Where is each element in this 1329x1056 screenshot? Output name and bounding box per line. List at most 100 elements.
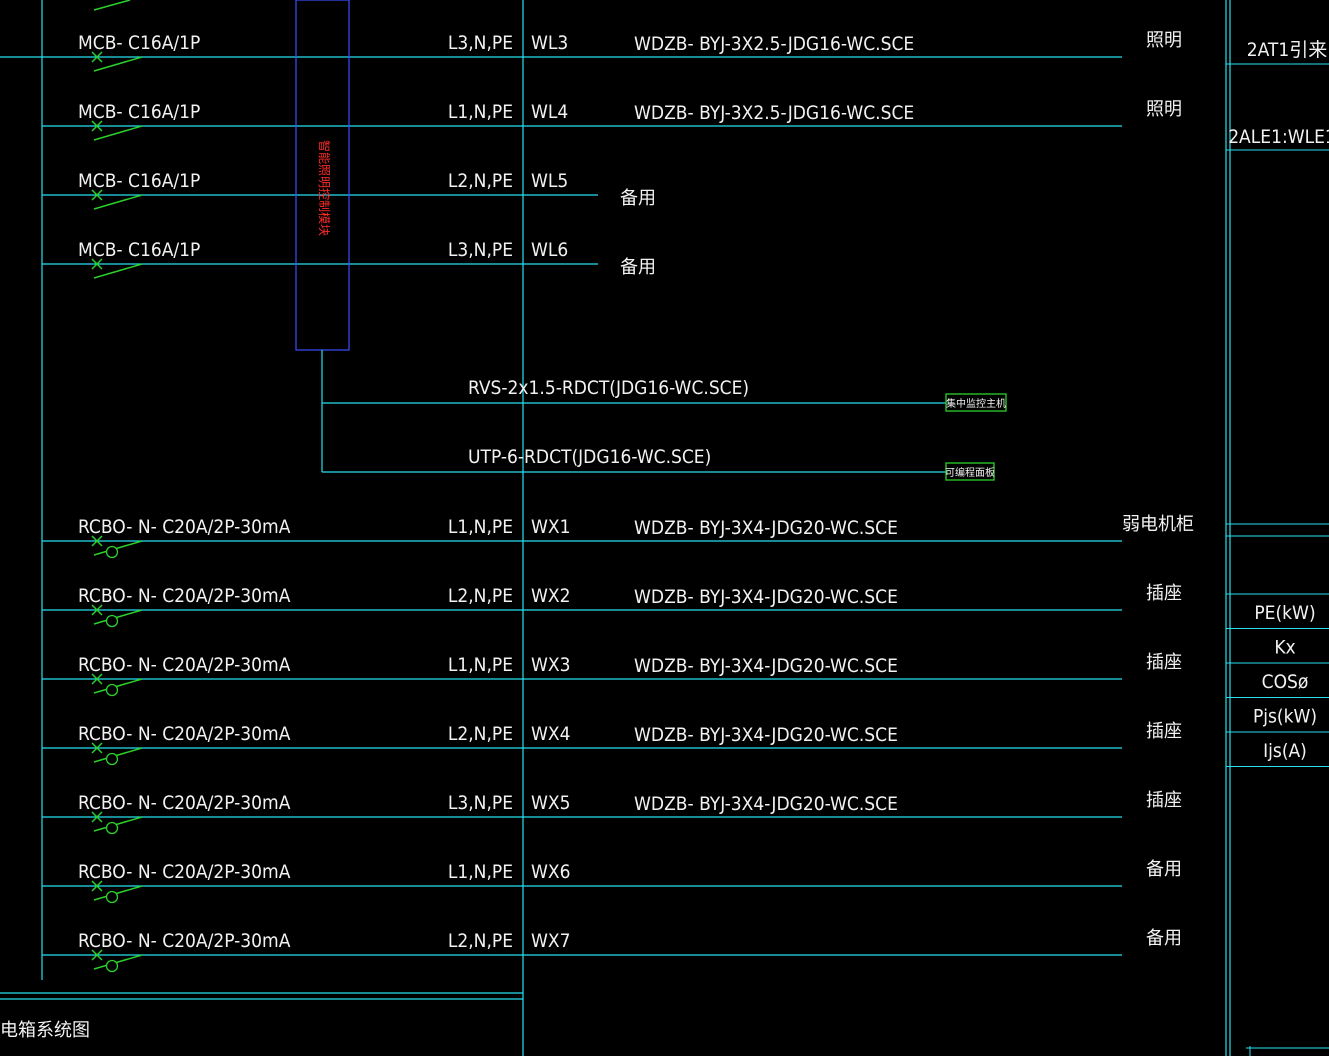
device-label: 集中监控主机 bbox=[946, 397, 1006, 410]
breaker-label: MCB- C16A/1P bbox=[78, 170, 200, 192]
phase-label: L2,N,PE bbox=[448, 170, 513, 192]
breaker-label: RCBO- N- C20A/2P-30mA bbox=[78, 723, 291, 745]
circuit-id: WX4 bbox=[531, 723, 570, 745]
switch-cross bbox=[91, 51, 103, 63]
rcd-circle bbox=[105, 545, 119, 559]
phase-label: L3,N,PE bbox=[448, 239, 513, 261]
phase-label: L1,N,PE bbox=[448, 516, 513, 538]
circuit-id: WL3 bbox=[531, 32, 568, 54]
rcd-circle bbox=[105, 752, 119, 766]
switch-blade bbox=[93, 125, 143, 141]
load-summary-table: 2AT1引来 2ALE1:WLE1 PE(kW)KxCOSøPjs(kW)Ijs… bbox=[1226, 39, 1329, 1056]
switch-cross bbox=[91, 880, 103, 892]
rcd-circle bbox=[105, 821, 119, 835]
top-switch-stub bbox=[93, 0, 131, 11]
breaker-label: RCBO- N- C20A/2P-30mA bbox=[78, 792, 291, 814]
breaker-label: RCBO- N- C20A/2P-30mA bbox=[78, 654, 291, 676]
phase-label: L2,N,PE bbox=[448, 585, 513, 607]
cable-spec: WDZB- BYJ-3X4-JDG20-WC.SCE bbox=[634, 793, 898, 815]
summary-row-label: PE(kW) bbox=[1254, 602, 1315, 624]
load-label: 插座 bbox=[1146, 583, 1182, 604]
switch-blade bbox=[93, 954, 143, 970]
switch-cross bbox=[91, 949, 103, 961]
control-cable-spec: RVS-2x1.5-RDCT(JDG16-WC.SCE) bbox=[468, 377, 749, 399]
breaker-label: RCBO- N- C20A/2P-30mA bbox=[78, 516, 291, 538]
breaker-label: RCBO- N- C20A/2P-30mA bbox=[78, 861, 291, 883]
phase-label: L1,N,PE bbox=[448, 654, 513, 676]
switch-blade bbox=[93, 263, 143, 279]
circuit-id: WX1 bbox=[531, 516, 570, 538]
switch-blade bbox=[93, 816, 143, 832]
circuit-id: WL5 bbox=[531, 170, 568, 192]
breaker-label: RCBO- N- C20A/2P-30mA bbox=[78, 585, 291, 607]
circuit-id: WX3 bbox=[531, 654, 570, 676]
breaker-label: MCB- C16A/1P bbox=[78, 32, 200, 54]
circuit-row: RCBO- N- C20A/2P-30mA L1,N,PE WX3 WDZB- BYJ… bbox=[42, 652, 1182, 697]
device-box bbox=[945, 462, 995, 481]
circuit-row: RCBO- N- C20A/2P-30mA L1,N,PE WX6 备用 bbox=[42, 859, 1182, 904]
load-label: 插座 bbox=[1146, 721, 1182, 742]
control-cable-spec: UTP-6-RDCT(JDG16-WC.SCE) bbox=[468, 446, 711, 468]
circuit-id: WX2 bbox=[531, 585, 570, 607]
switch-cross bbox=[91, 189, 103, 201]
switch-cross bbox=[91, 742, 103, 754]
switch-cross bbox=[91, 535, 103, 547]
load-label: 弱电机柜 bbox=[1122, 514, 1194, 535]
summary-row-label: Kx bbox=[1274, 637, 1295, 659]
switch-blade bbox=[93, 540, 143, 556]
circuit-id: WX5 bbox=[531, 792, 570, 814]
switch-blade bbox=[93, 56, 143, 72]
phase-label: L2,N,PE bbox=[448, 723, 513, 745]
load-label: 插座 bbox=[1146, 790, 1182, 811]
cable-spec: WDZB- BYJ-3X2.5-JDG16-WC.SCE bbox=[634, 102, 914, 124]
circuit-row: RCBO- N- C20A/2P-30mA L2,N,PE WX2 WDZB- BYJ… bbox=[42, 583, 1182, 628]
drawing-title: 配电箱系统图 bbox=[0, 1020, 90, 1041]
phase-label: L3,N,PE bbox=[448, 792, 513, 814]
control-line: RVS-2x1.5-RDCT(JDG16-WC.SCE) 集中监控主机 bbox=[322, 377, 1007, 412]
breaker-label: MCB- C16A/1P bbox=[78, 239, 200, 261]
load-label: 照明 bbox=[1146, 30, 1182, 51]
circuit-row: MCB- C16A/1P L2,N,PE WL5 备用 bbox=[42, 170, 656, 210]
switch-cross bbox=[91, 811, 103, 823]
cable-spec: WDZB- BYJ-3X2.5-JDG16-WC.SCE bbox=[634, 33, 914, 55]
switch-blade bbox=[93, 885, 143, 901]
load-label: 备用 bbox=[620, 188, 656, 209]
circuit-row: RCBO- N- C20A/2P-30mA L1,N,PE WX1 WDZB- BYJ… bbox=[42, 514, 1194, 559]
load-label: 插座 bbox=[1146, 652, 1182, 673]
circuit-id: WX6 bbox=[531, 861, 570, 883]
phase-label: L2,N,PE bbox=[448, 930, 513, 952]
load-label: 备用 bbox=[1146, 928, 1182, 949]
summary-row-label: Pjs(kW) bbox=[1253, 706, 1317, 728]
circuit-id: WX7 bbox=[531, 930, 570, 952]
cable-spec: WDZB- BYJ-3X4-JDG20-WC.SCE bbox=[634, 655, 898, 677]
source-label: 2AT1引来 bbox=[1247, 39, 1327, 61]
load-label: 备用 bbox=[620, 257, 656, 278]
summary-row-label: Ijs(A) bbox=[1263, 740, 1307, 762]
switch-blade bbox=[93, 194, 143, 210]
load-label: 备用 bbox=[1146, 859, 1182, 880]
switch-blade bbox=[93, 678, 143, 694]
control-lines: RVS-2x1.5-RDCT(JDG16-WC.SCE) 集中监控主机 UTP-6-… bbox=[322, 377, 1007, 481]
device-box bbox=[945, 393, 1007, 412]
rcd-circle bbox=[105, 890, 119, 904]
switch-cross bbox=[91, 673, 103, 685]
cable-spec: WDZB- BYJ-3X4-JDG20-WC.SCE bbox=[634, 517, 898, 539]
breaker-label: RCBO- N- C20A/2P-30mA bbox=[78, 930, 291, 952]
switch-cross bbox=[91, 604, 103, 616]
switch-blade bbox=[93, 609, 143, 625]
rcd-circle bbox=[105, 959, 119, 973]
circuit-row: RCBO- N- C20A/2P-30mA L2,N,PE WX7 备用 bbox=[42, 928, 1182, 973]
phase-label: L1,N,PE bbox=[448, 861, 513, 883]
rcd-circle bbox=[105, 614, 119, 628]
rcd-circle bbox=[105, 683, 119, 697]
circuit-id: WL4 bbox=[531, 101, 568, 123]
cable-spec: WDZB- BYJ-3X4-JDG20-WC.SCE bbox=[634, 586, 898, 608]
circuit-row: RCBO- N- C20A/2P-30mA L3,N,PE WX5 WDZB- BYJ… bbox=[42, 790, 1182, 835]
circuit-id: WL6 bbox=[531, 239, 568, 261]
switch-cross bbox=[91, 120, 103, 132]
